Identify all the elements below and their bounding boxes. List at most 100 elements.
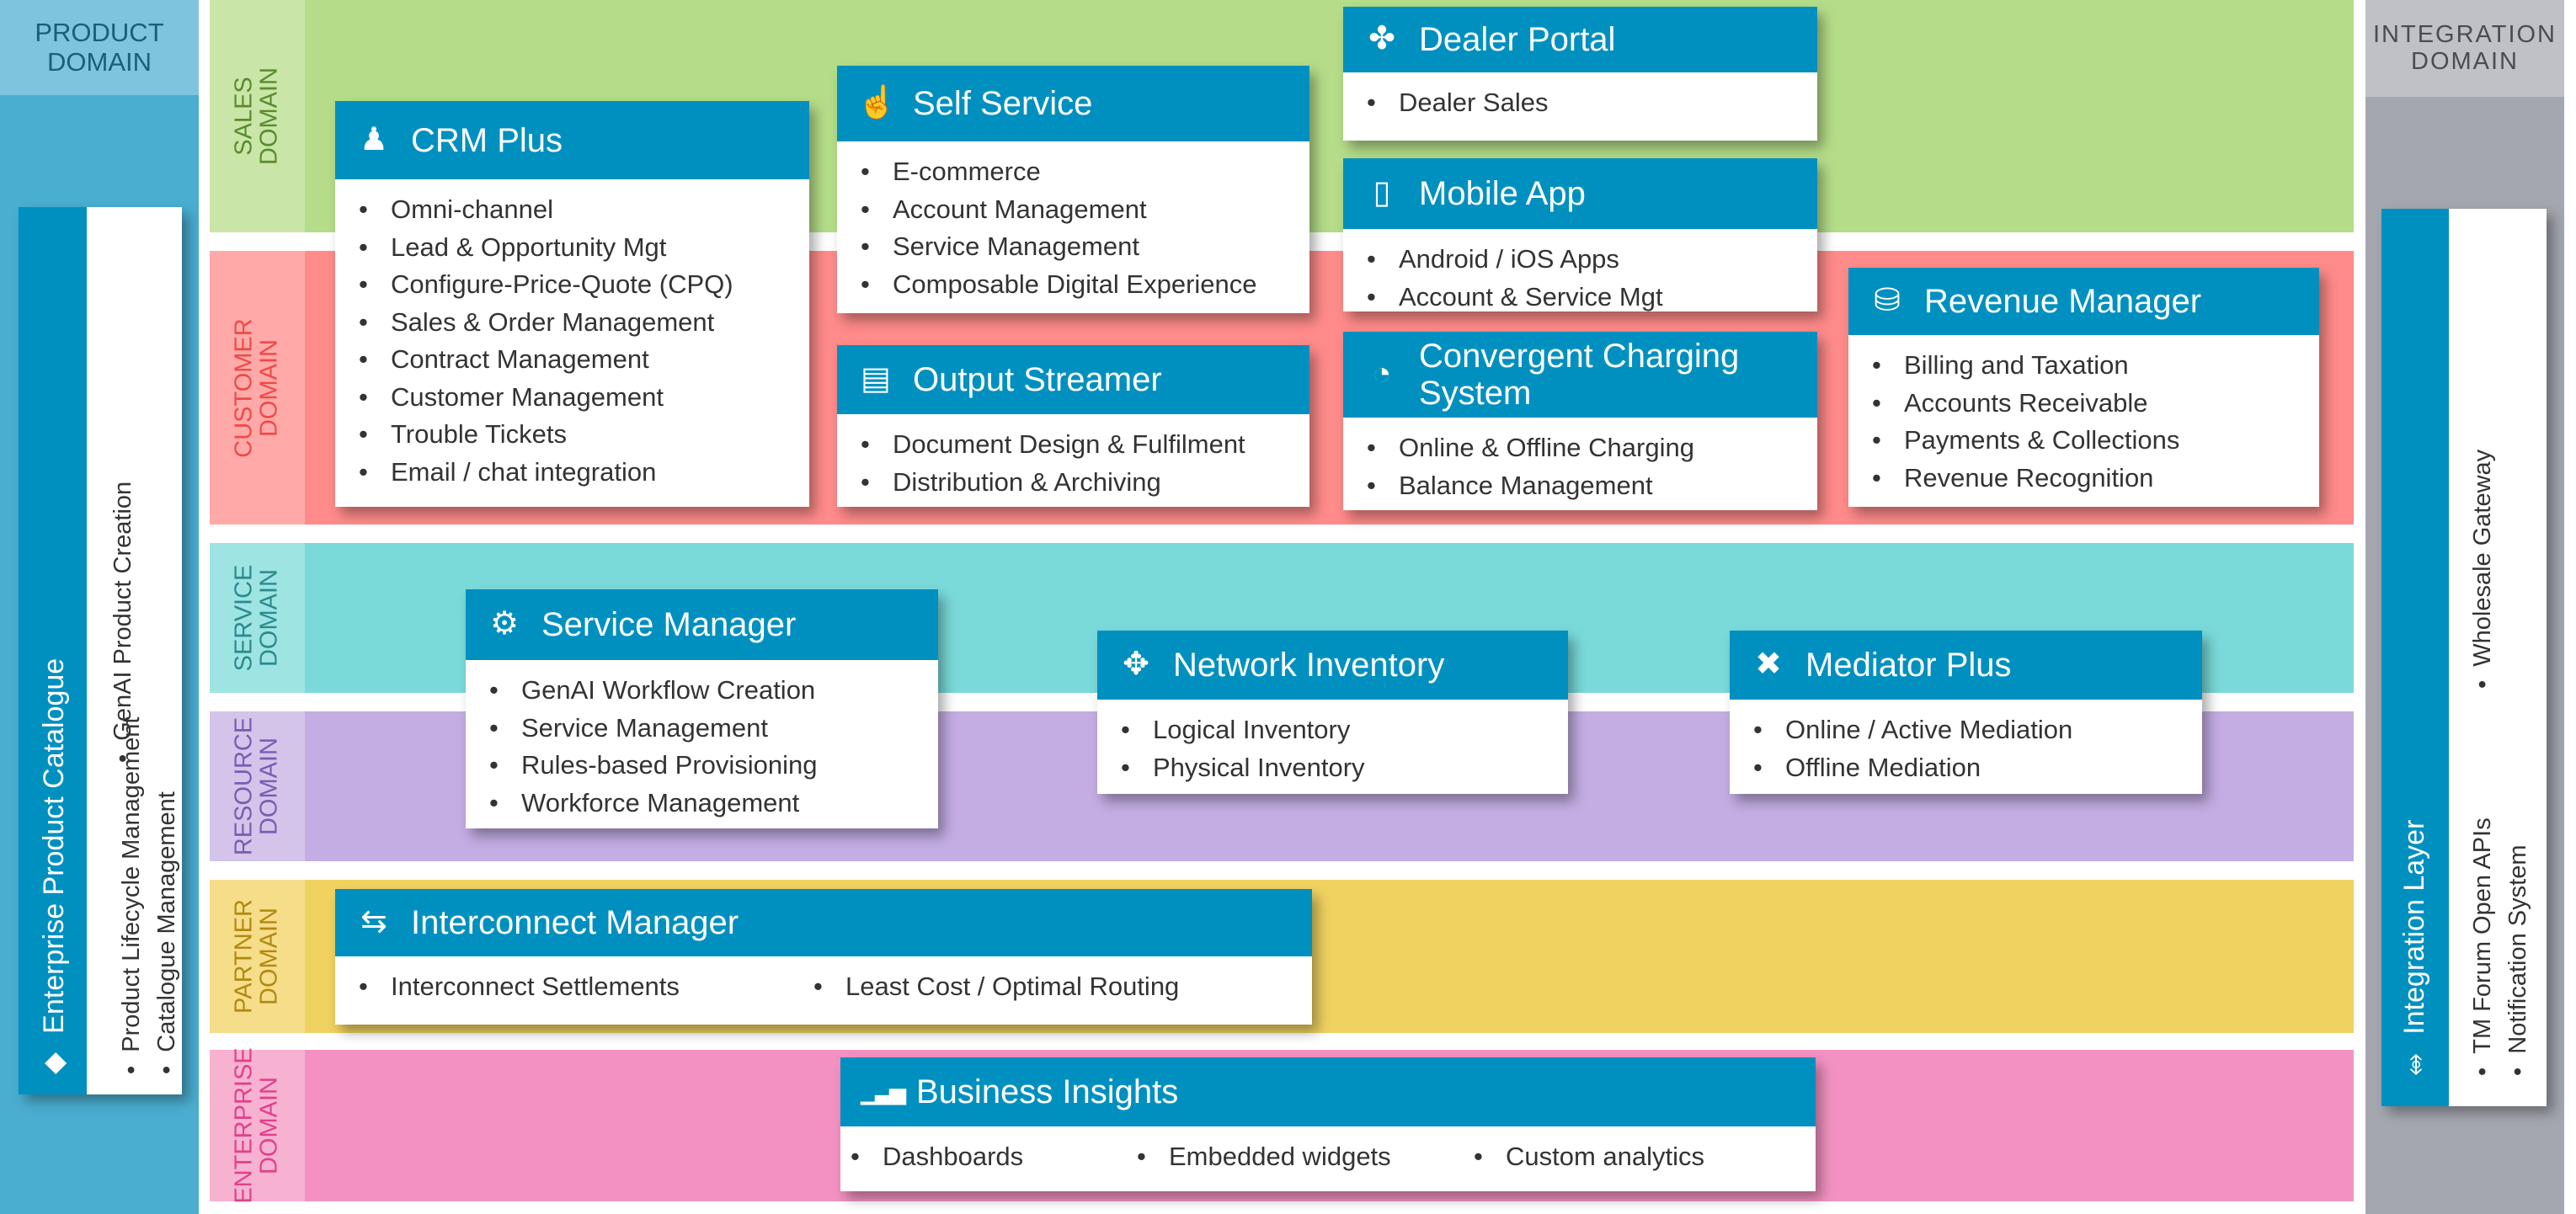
box-header: ◔Convergent Charging System (1343, 332, 1817, 418)
box-item: Omni-channel (359, 191, 809, 229)
card-title-strip (2381, 209, 2449, 1106)
card-item: • TM Forum Open APIs (2469, 817, 2496, 1076)
service-manager-box[interactable]: ⚙Service ManagerGenAI Workflow CreationS… (466, 589, 938, 828)
box-item: Lead & Opportunity Mgt (359, 229, 809, 267)
box-item: Customer Management (359, 379, 809, 417)
card-title-row: ◆Enterprise Product Catalogue (37, 658, 71, 1074)
domain-label-line: DOMAIN (256, 67, 283, 165)
box-item-list: E-commerceAccount ManagementService Mana… (837, 141, 1309, 303)
mediator-plus-box[interactable]: ✖Mediator PlusOnline / Active MediationO… (1730, 631, 2202, 794)
self-service-box[interactable]: ☝ Self ServiceE-commerceAccount Managemen… (837, 66, 1309, 313)
card-item: • Wholesale Gateway (2469, 449, 2496, 689)
convergent-charging-box[interactable]: ◔Convergent Charging SystemOnline & Offl… (1343, 332, 1817, 510)
box-item: Contract Management (359, 341, 809, 379)
box-title: Convergent Charging System (1419, 338, 1740, 412)
output-streamer-box[interactable]: ▤ Output StreamerDocument Design & Fulfil… (837, 345, 1309, 507)
interconnect-icon: ⇆ (360, 904, 387, 940)
domain-label-line: DOMAIN (256, 338, 283, 437)
box-item: Revenue Recognition (1872, 460, 2319, 498)
tag-icon: ◆ (38, 1052, 70, 1074)
box-item: Custom analytics (1474, 1138, 1704, 1176)
pointer-hand-icon: ☝ (857, 85, 898, 121)
box-title: Service Manager (541, 606, 797, 643)
domain-label-line: ENTERPRISE (230, 1047, 258, 1204)
document-icon: ▤ (861, 361, 891, 397)
dealer-portal-box[interactable]: ✤Dealer PortalDealer Sales (1343, 7, 1817, 141)
box-item: Distribution & Archiving (861, 464, 1309, 502)
box-item: Online / Active Mediation (1753, 711, 2202, 749)
box-header: ⇆ Interconnect Manager (335, 889, 1312, 956)
box-item: Physical Inventory (1121, 749, 1568, 787)
domain-label-line: DOMAIN (256, 737, 283, 836)
interconnect-manager-box[interactable]: ⇆ Interconnect ManagerInterconnect Settle… (335, 889, 1312, 1025)
box-item: Service Management (861, 228, 1309, 266)
gear-icon: ⚙ (489, 606, 520, 642)
shuffle-icon: ⥈ (2398, 1052, 2430, 1076)
product-domain-header: PRODUCT DOMAIN (0, 0, 199, 95)
box-header: ▯Mobile App (1343, 158, 1817, 229)
box-title: Self Service (913, 85, 1093, 122)
box-item: Email / chat integration (359, 454, 809, 492)
revenue-manager-box[interactable]: ⛁ Revenue ManagerBilling and TaxationAcco… (1848, 268, 2319, 507)
network-icon: ✥ (1123, 647, 1149, 683)
box-item: Android / iOS Apps (1367, 241, 1817, 279)
box-item-list: Android / iOS AppsAccount & Service Mgt (1343, 229, 1817, 316)
badge-icon: ✤ (1368, 21, 1395, 57)
box-item: Payments & Collections (1872, 422, 2319, 460)
box-item: Composable Digital Experience (861, 266, 1309, 304)
box-item-list: Logical InventoryPhysical Inventory (1097, 700, 1568, 786)
box-item: Online & Offline Charging (1367, 429, 1817, 467)
box-header: ⛁ Revenue Manager (1848, 268, 2319, 335)
box-header: ✥ Network Inventory (1097, 631, 1568, 700)
box-item: Service Management (489, 710, 938, 748)
enterprise-product-catalogue-card[interactable]: ◆Enterprise Product Catalogue • GenAI Pr… (19, 207, 182, 1094)
box-title: Interconnect Manager (411, 904, 739, 941)
box-item-list: Dealer Sales (1343, 72, 1817, 122)
box-item: Billing and Taxation (1872, 347, 2319, 385)
coins-icon: ⛁ (1874, 283, 1901, 319)
card-item: • Product Lifecycle Management (118, 716, 145, 1074)
crm-plus-box[interactable]: ♟CRM PlusOmni-channelLead & Opportunity … (335, 101, 809, 507)
box-item: Workforce Management (489, 785, 938, 823)
card-item: • Catalogue Management (153, 791, 180, 1074)
box-item: Document Design & Fulfilment (861, 426, 1309, 464)
box-header: ☝ Self Service (837, 66, 1309, 141)
box-header: ✤Dealer Portal (1343, 7, 1817, 72)
box-item: Trouble Tickets (359, 416, 809, 454)
people-icon: ♟ (359, 121, 389, 157)
business-insights-box[interactable]: ▁▃▅Business InsightsDashboardsEmbedded w… (840, 1057, 1816, 1191)
box-item-list: Online & Offline ChargingBalance Managem… (1343, 418, 1817, 504)
box-header: ⚙ Service Manager (466, 589, 938, 660)
box-item: Account Management (861, 191, 1309, 229)
mobile-phone-icon: ▯ (1373, 175, 1391, 211)
box-header: ▁▃▅Business Insights (840, 1057, 1816, 1126)
box-item: Embedded widgets (1137, 1138, 1474, 1176)
box-item: Logical Inventory (1121, 711, 1568, 749)
box-title: Revenue Manager (1924, 283, 2202, 320)
nodes-icon: ✖ (1755, 647, 1782, 683)
box-title: Network Inventory (1173, 647, 1445, 684)
domain-label-line: RESOURCE (230, 716, 258, 856)
box-header: ♟CRM Plus (335, 101, 809, 179)
box-item-list: Billing and TaxationAccounts ReceivableP… (1848, 335, 2319, 497)
box-title: Output Streamer (913, 361, 1162, 398)
box-item: Balance Management (1367, 467, 1817, 505)
bar-chart-icon: ▁▃▅ (861, 1078, 906, 1105)
box-item-list: Interconnect SettlementsLeast Cost / Opt… (335, 956, 1312, 1006)
network-inventory-box[interactable]: ✥ Network InventoryLogical InventoryPhysi… (1097, 631, 1568, 794)
domain-label-line: SALES (230, 77, 258, 156)
box-item: Dealer Sales (1367, 84, 1817, 122)
card-item: • Notification System (2504, 844, 2531, 1076)
mobile-app-box[interactable]: ▯Mobile AppAndroid / iOS AppsAccount & S… (1343, 158, 1817, 311)
integration-layer-card[interactable]: ⥈Integration Layer • Wholesale Gateway •… (2381, 209, 2547, 1106)
